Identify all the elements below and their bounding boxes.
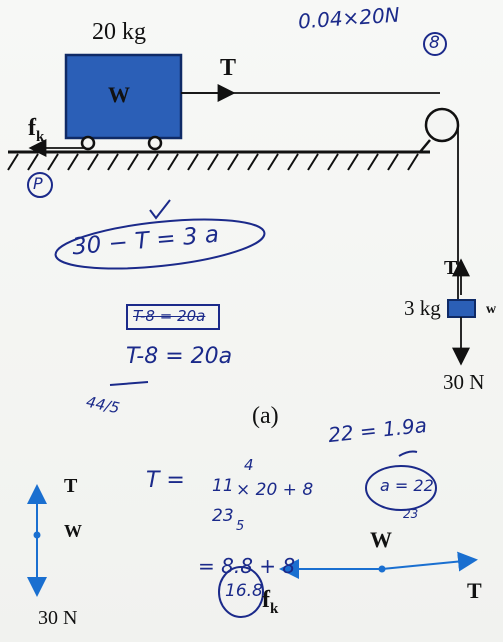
fbd-vertical-mid-label: W — [64, 521, 82, 541]
handwriting-strokes — [27, 32, 447, 618]
note-eq2: T-8 = 20a — [126, 344, 233, 369]
fbd-horizontal-point — [378, 565, 386, 573]
friction-subscript: k — [36, 128, 45, 145]
fbd-horizontal-right-label: T — [467, 578, 482, 603]
fbd-horizontal-left-label: fk — [262, 588, 278, 617]
hook-stroke — [398, 450, 418, 457]
note-a-eq: a = 22 — [380, 476, 434, 495]
tick-mark — [149, 199, 171, 220]
fbd-friction-symbol: f — [262, 587, 270, 613]
circle-a22 — [365, 465, 437, 511]
note-circled-8: 8 — [429, 33, 440, 53]
cart-block — [64, 53, 183, 140]
circle-16-8 — [218, 566, 264, 618]
note-top: 0.04×20N — [297, 2, 401, 34]
circled-equation-1 — [54, 218, 266, 270]
note-fraction-num: 11 — [212, 476, 234, 496]
fbd-vertical-top-label: T — [64, 475, 78, 497]
fbd-vertical-bottom-label: 30 N — [38, 607, 78, 629]
fbd-horizontal-top-label: W — [370, 527, 392, 552]
block-weight-label: W — [108, 82, 130, 107]
boxed-eq — [126, 304, 220, 330]
hanging-weight-label: w — [486, 302, 497, 317]
block-mass-label: 20 kg — [92, 19, 146, 45]
fbd-vertical-point — [33, 531, 41, 539]
note-fraction-den: 23 — [212, 506, 234, 526]
pulley-bracket — [419, 139, 431, 153]
pulley — [424, 107, 460, 143]
table-hatching — [7, 153, 419, 171]
hanging-mass-label: 3 kg — [404, 296, 441, 320]
note-circled-16-8: 16.8 — [225, 581, 263, 601]
note-eq-result: = 8.8 + 8 — [198, 554, 296, 578]
tension-hanging-label: T — [444, 257, 458, 279]
cart-wheel-right — [147, 135, 163, 151]
hanging-mass — [447, 299, 476, 318]
note-small-23: 23 — [403, 507, 419, 521]
underline-eq2 — [109, 381, 149, 386]
hanging-force-label: 30 N — [443, 370, 485, 394]
part-label: (a) — [252, 403, 279, 429]
circle-p — [27, 172, 53, 198]
cart-wheel-left — [80, 135, 96, 151]
circle-8 — [423, 32, 447, 56]
friction-symbol: f — [28, 115, 36, 141]
note-circled-p: P — [33, 174, 43, 193]
note-five: 5 — [236, 519, 245, 534]
note-fraction-tail: × 20 + 8 — [236, 480, 314, 500]
tension-top-label: T — [220, 55, 237, 81]
friction-label: fk — [28, 116, 44, 145]
note-boxed: T-8 = 20a — [133, 307, 206, 325]
fbd-friction-subscript: k — [270, 600, 279, 617]
fbd-right-arrow — [381, 551, 478, 572]
note-t-eq: T = — [146, 468, 185, 493]
note-exp4: 4 — [244, 456, 254, 474]
